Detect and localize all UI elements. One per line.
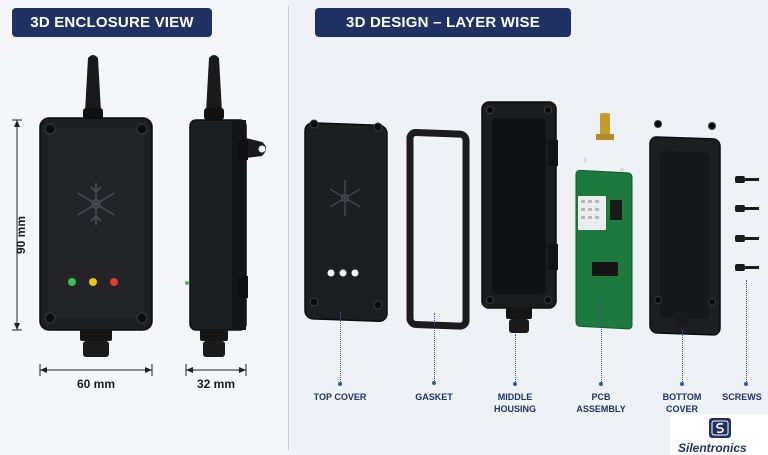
led-green — [68, 278, 76, 286]
leader-dot-bottom-cover — [680, 382, 684, 386]
bottom-cover-part — [649, 120, 721, 336]
leader-screws — [746, 280, 747, 384]
label-screws: SCREWS — [722, 392, 762, 402]
pcb-assembly-part — [575, 113, 633, 330]
front-view-enclosure — [12, 55, 266, 376]
brand-name: Silentronics — [678, 441, 747, 455]
antenna — [85, 55, 101, 112]
leader-dot-top-cover — [338, 382, 342, 386]
led-red — [110, 278, 118, 286]
label-bottom-cover: BOTTOM COVER — [662, 392, 702, 414]
brand-logo-icon — [709, 418, 731, 438]
left-title: 3D ENCLOSURE VIEW — [12, 8, 212, 37]
leader-top-cover — [340, 312, 341, 384]
label-pcb-assembly: PCB ASSEMBLY — [576, 392, 626, 414]
depth-dimension-label: 32 mm — [196, 377, 236, 391]
screws-part — [735, 176, 759, 271]
leader-bottom-cover — [682, 330, 683, 384]
leader-pcb — [601, 300, 602, 384]
label-gasket: GASKET — [415, 392, 453, 402]
leader-middle-housing — [515, 334, 516, 384]
width-dimension-label: 60 mm — [76, 377, 116, 391]
label-middle-housing: MIDDLE HOUSING — [493, 392, 536, 414]
panel-divider — [288, 6, 289, 450]
leader-gasket — [434, 313, 435, 383]
right-title: 3D DESIGN – LAYER WISE — [315, 8, 571, 37]
leader-dot-pcb — [599, 382, 603, 386]
cable-gland — [80, 329, 112, 341]
middle-housing-part — [481, 101, 558, 333]
antenna-side — [206, 55, 222, 112]
label-top-cover: TOP COVER — [313, 392, 367, 402]
leader-dot-screws — [744, 382, 748, 386]
snowflake-logo — [77, 183, 115, 225]
leader-dot-gasket — [432, 381, 436, 385]
leader-dot-middle-housing — [513, 382, 517, 386]
brand-block: Silentronics — [670, 414, 768, 455]
gasket-part — [406, 129, 470, 330]
led-yellow — [89, 278, 97, 286]
top-cover-part — [304, 119, 388, 322]
